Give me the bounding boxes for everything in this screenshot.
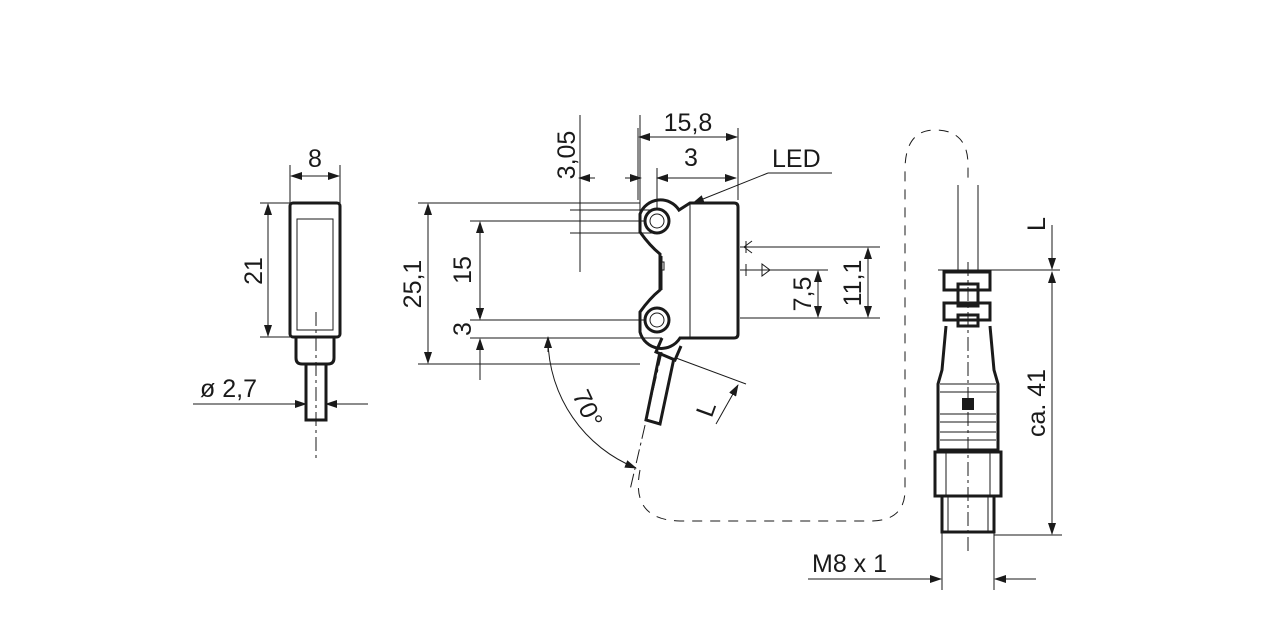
side-view-window <box>296 218 334 331</box>
dim-body-height: 25,1 <box>399 260 427 309</box>
dim-cable-length-front: L <box>691 398 722 421</box>
led-label: LED <box>772 145 821 173</box>
mounting-hole-top <box>643 207 671 235</box>
dim-beam-lower: 7,5 <box>789 277 817 312</box>
dim-hole-offset: 3,05 <box>553 131 581 180</box>
dim-cable-length-connector: L <box>1023 217 1051 231</box>
dim-side-height: 21 <box>240 257 268 285</box>
front-cable-gland <box>654 337 683 362</box>
dim-side-width: 8 <box>308 145 322 173</box>
dim-thread: M8 x 1 <box>812 550 887 578</box>
connector-neck <box>956 282 980 308</box>
side-view: 8 21 ø 2,7 <box>193 145 368 462</box>
cable-break-line <box>637 129 969 522</box>
connector-view: L ca. 41 M8 x 1 <box>808 185 1062 590</box>
dim-cable-diameter: ø 2,7 <box>200 375 257 403</box>
dim-led-offset: 3 <box>684 144 698 172</box>
connector-body <box>936 325 1000 452</box>
front-view: 3,05 15,8 3 LED 25,1 15 3 <box>399 109 880 491</box>
dim-hole-bottom: 3 <box>449 322 477 336</box>
dim-beam-upper: 11,1 <box>839 260 867 307</box>
dim-connector-length: ca. 41 <box>1023 369 1051 437</box>
connector-thread <box>940 496 996 534</box>
dim-body-width: 15,8 <box>664 109 713 137</box>
connector-key-icon <box>962 398 974 410</box>
connector-collar <box>942 270 992 322</box>
front-view-body <box>638 198 740 350</box>
side-view-body <box>288 201 342 339</box>
side-view-cable-gland <box>294 337 336 366</box>
dim-angle: 70° <box>567 386 608 432</box>
front-cable <box>644 351 676 426</box>
mounting-hole-bottom <box>643 306 671 334</box>
connector-nut <box>933 450 1003 498</box>
dim-hole-spacing: 15 <box>449 256 477 284</box>
